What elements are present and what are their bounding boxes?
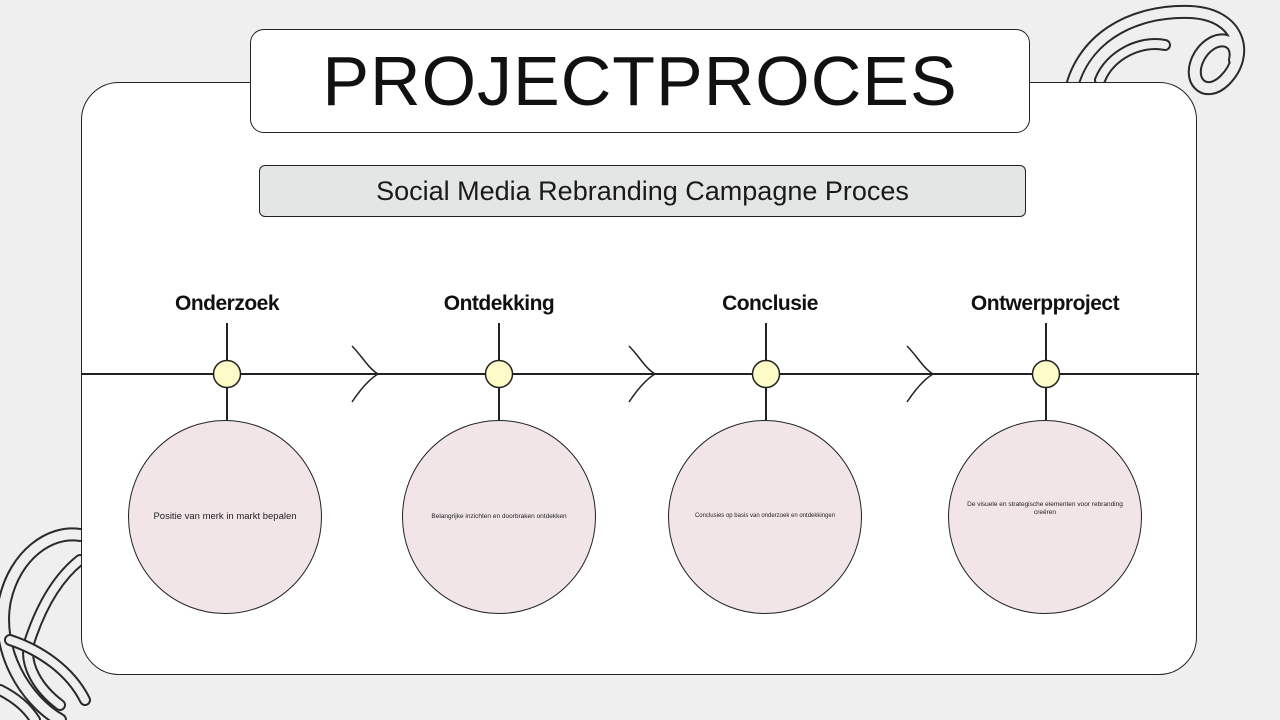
chevron-right-icon [628, 345, 657, 403]
stage-label-onderzoek: Onderzoek [174, 292, 280, 315]
timeline-node [1031, 359, 1061, 389]
stage-bubble-ontwerpproject: De visuele en strategische elementen voo… [948, 420, 1142, 614]
stage-description: Belangrijke inzichten en doorbraken ontd… [431, 512, 567, 520]
stage-bubble-conclusie: Conclusies op basis van onderzoek en ont… [668, 420, 862, 614]
timeline-node [751, 359, 781, 389]
stage-description: Conclusies op basis van onderzoek en ont… [694, 513, 836, 520]
chevron-right-icon [351, 345, 380, 403]
stage-label-conclusie: Conclusie [722, 292, 818, 315]
stage-bubble-onderzoek: Positie van merk in markt bepalen [128, 420, 322, 614]
title-box: PROJECTPROCES [250, 29, 1030, 133]
subtitle-box: Social Media Rebranding Campagne Proces [259, 165, 1026, 217]
chevron-right-icon [906, 345, 935, 403]
stage-label-ontdekking: Ontdekking [443, 292, 555, 315]
stage-label-ontwerpproject: Ontwerpproject [970, 292, 1120, 315]
timeline-node [212, 359, 242, 389]
stage-bubble-ontdekking: Belangrijke inzichten en doorbraken ontd… [402, 420, 596, 614]
stage-description: Positie van merk in markt bepalen [153, 510, 297, 522]
stage-description: De visuele en strategische elementen voo… [967, 500, 1123, 516]
timeline-node [484, 359, 514, 389]
page-subtitle: Social Media Rebranding Campagne Proces [376, 175, 909, 206]
page-title: PROJECTPROCES [322, 42, 958, 120]
